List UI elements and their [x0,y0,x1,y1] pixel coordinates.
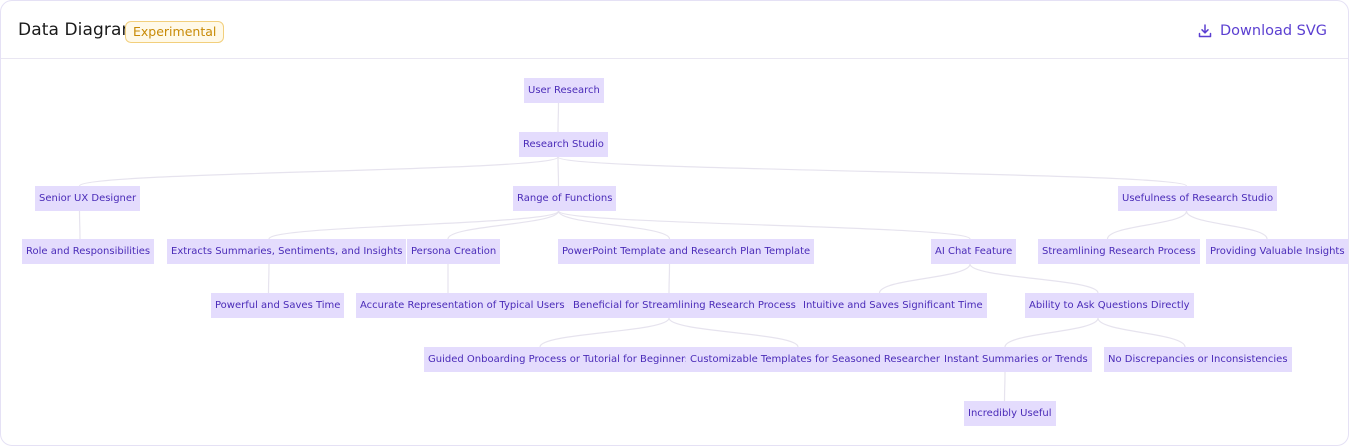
edge-range_functions-persona [447,210,560,240]
diagram-node-research-studio: Research Studio [519,132,608,157]
edge-ability-instant [1004,317,1099,348]
diagram-node-accurate: Accurate Representation of Typical Users [356,293,569,318]
diagram-node-range-functions: Range of Functions [513,186,617,211]
diagram-node-powerful: Powerful and Saves Time [211,293,345,318]
diagram-node-beneficial: Beneficial for Streamlining Research Pro… [569,293,800,318]
edge-ability-no_discrepancies [1097,317,1186,348]
diagram-node-ability: Ability to Ask Questions Directly [1025,293,1194,318]
download-label: Download SVG [1220,23,1328,39]
edge-user_research-research_studio [557,102,560,133]
diagram-node-no-discrepancies: No Discrepancies or Inconsistencies [1104,347,1292,372]
edge-ai_chat-ability [969,263,1099,294]
header: Data Diagram Experimental Download SVG [1,1,1348,59]
diagram-node-persona: Persona Creation [407,239,501,264]
diagram-node-extracts: Extracts Summaries, Sentiments, and Insi… [167,239,407,264]
edge-range_functions-ai_chat [557,210,971,240]
diagram-edges [78,102,1268,402]
diagram-node-guided: Guided Onboarding Process or Tutorial fo… [424,347,695,372]
diagram-node-senior-ux: Senior UX Designer [35,186,141,211]
edge-research_studio-senior_ux [78,156,559,187]
diagram-node-ppt-template: PowerPoint Template and Research Plan Te… [558,239,815,264]
edge-research_studio-usefulness [557,156,1188,187]
edge-usefulness-valuable [1185,210,1268,240]
edge-ai_chat-intuitive [878,263,971,294]
diagram-node-ai-chat: AI Chat Feature [931,239,1017,264]
edge-range_functions-extracts [268,210,560,240]
download-svg-button[interactable]: Download SVG [1198,20,1327,42]
diagram-node-instant: Instant Summaries or Trends [940,347,1092,372]
diagram-node-valuable: Providing Valuable Insights [1206,239,1348,264]
edge-beneficial-guided [539,317,670,348]
edge-instant-incredibly [1003,371,1006,402]
diagram-node-intuitive: Intuitive and Saves Significant Time [799,293,987,318]
diagram-node-role-resp: Role and Responsibilities [22,239,155,264]
download-icon [1198,24,1212,38]
experimental-badge: Experimental [125,21,225,43]
edge-senior_ux-role_resp [78,210,81,240]
diagram-node-user-research: User Research [524,78,604,103]
edge-ppt_template-beneficial [668,263,671,294]
edge-usefulness-streamlining [1106,210,1188,240]
edge-research_studio-range_functions [557,156,560,187]
diagram-node-streamlining: Streamlining Research Process [1038,239,1200,264]
diagram-node-incredibly: Incredibly Useful [964,401,1056,426]
diagram-node-customizable: Customizable Templates for Seasoned Rese… [686,347,950,372]
edge-range_functions-ppt_template [557,210,671,240]
diagram-node-usefulness: Usefulness of Research Studio [1118,186,1278,211]
edge-beneficial-customizable [668,317,799,348]
edge-extracts-powerful [267,263,270,294]
page-title: Data Diagram [18,20,139,40]
